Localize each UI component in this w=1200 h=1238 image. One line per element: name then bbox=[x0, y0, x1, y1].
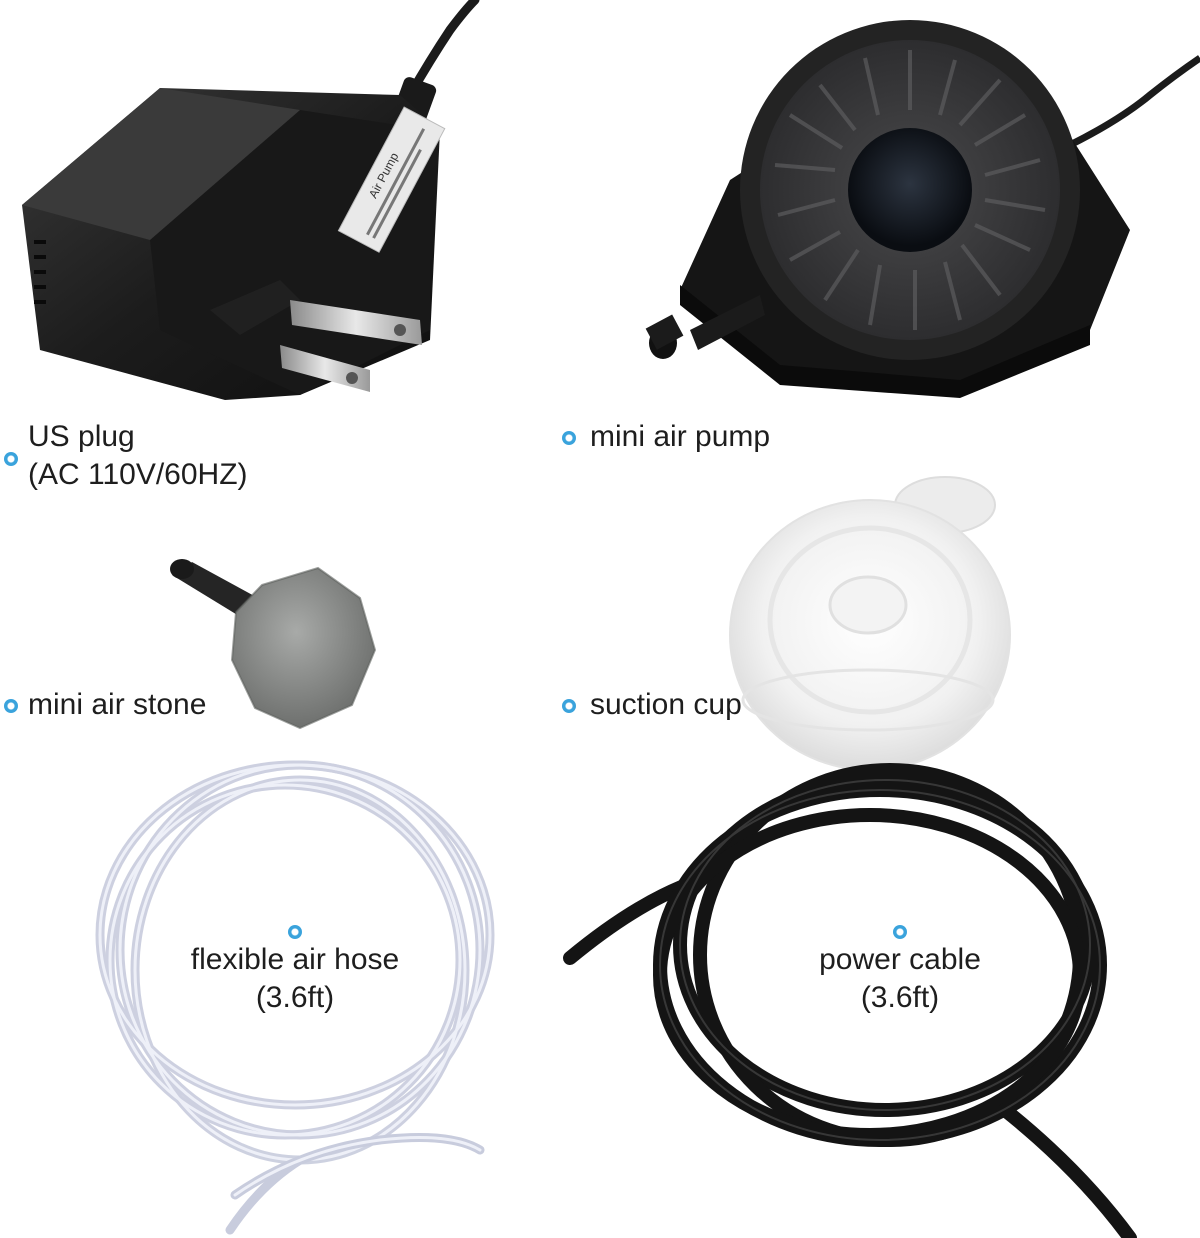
vent-slots bbox=[34, 240, 46, 304]
label-us-plug: US plug (AC 110V/60HZ) bbox=[0, 418, 248, 494]
suction-cup-image bbox=[729, 476, 1011, 771]
label-line: mini air pump bbox=[590, 420, 771, 453]
bullet-dot-icon bbox=[288, 925, 302, 939]
bullet-dot-icon bbox=[893, 925, 907, 939]
label-mini-air-pump: mini air pump bbox=[562, 418, 770, 456]
bullet-dot-icon bbox=[4, 452, 18, 466]
label-line: suction cup bbox=[590, 688, 742, 721]
label-line: (3.6ft) bbox=[255, 981, 335, 1014]
label-line: flexible air hose bbox=[190, 943, 400, 976]
bullet-dot-icon bbox=[4, 699, 18, 714]
plug-prongs bbox=[280, 300, 422, 392]
label-line: (AC 110V/60HZ) bbox=[28, 458, 248, 491]
label-line: power cable bbox=[819, 943, 981, 976]
bullet-dot-icon bbox=[562, 431, 576, 446]
air-stone-image bbox=[170, 559, 377, 730]
adapter-image: Air Pump bbox=[22, 0, 480, 400]
label-flexible-air-hose: flexible air hose (3.6ft) bbox=[170, 925, 420, 1017]
label-line: mini air stone bbox=[28, 688, 207, 721]
air-hose-image bbox=[95, 760, 495, 1235]
label-suction-cup: suction cup bbox=[562, 686, 742, 724]
pump-image bbox=[645, 20, 1200, 398]
bullet-dot-icon bbox=[562, 699, 576, 714]
pump-ridges bbox=[774, 50, 1046, 330]
label-mini-air-stone: mini air stone bbox=[4, 686, 206, 724]
label-line: US plug bbox=[28, 420, 135, 453]
label-line: (3.6ft) bbox=[860, 981, 940, 1014]
label-power-cable: power cable (3.6ft) bbox=[780, 925, 1020, 1017]
